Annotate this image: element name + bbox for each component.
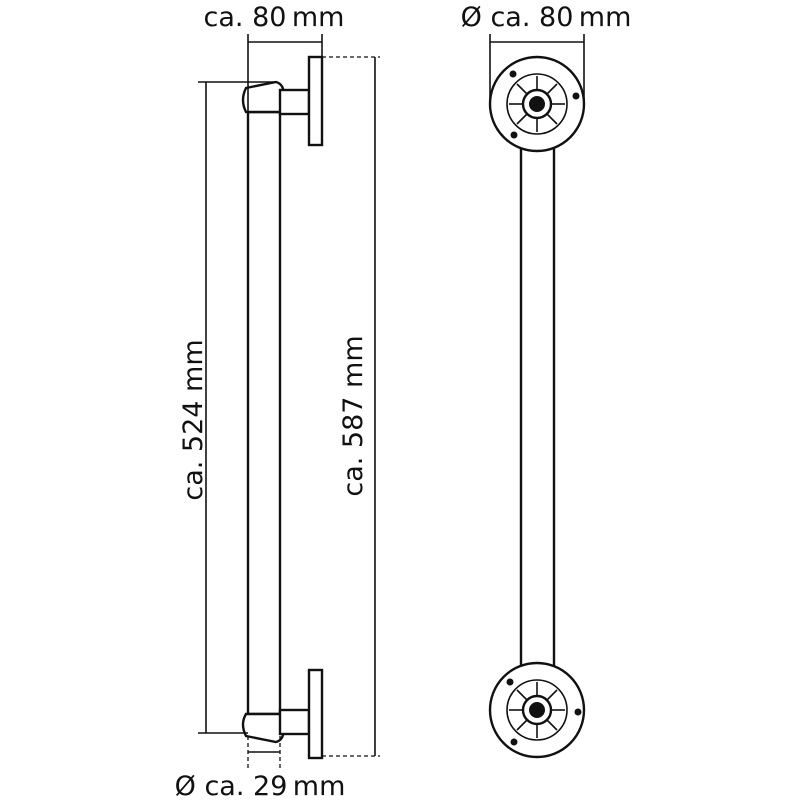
bottom-rosette-screw-2 [574,708,582,716]
overall-length-label: ca. 587 mm [338,335,369,496]
top-rosette-spokes [509,76,565,132]
front-view-bottom-rosette [488,661,586,759]
side-view-bottom-wall-flange [307,668,324,760]
top-rosette-screw-3 [510,131,518,139]
top-rosette-screw-2 [572,92,580,100]
bottom-rosette-screw-3 [510,738,518,746]
bottom-rosette-center-hole [529,702,545,718]
front-view-top-rosette [488,55,586,153]
side-top-width-label: ca. 80 mm [204,2,345,33]
front-diameter-label: Ø ca. 80 mm [461,2,632,33]
tube-diameter-label: Ø ca. 29 mm [175,771,346,800]
inner-length-label: ca. 524 mm [178,339,209,500]
bottom-rosette-screw-1 [506,678,514,686]
top-rosette-center-hole [529,96,545,112]
side-view: ca. 80 mm ca. 524 mm ca. 587 mm Ø ca. 29… [175,2,380,800]
side-view-top-end-cap [241,80,286,114]
side-view-tube [246,110,282,716]
front-view-tube [519,138,556,682]
side-view-bottom-arm [278,708,311,736]
bottom-rosette-spokes [509,682,565,738]
top-rosette-screw-1 [509,70,517,78]
side-view-bottom-end-cap [241,712,286,744]
side-view-top-wall-flange [307,55,324,147]
front-view: Ø ca. 80 mm [461,2,632,759]
side-view-top-arm [278,88,311,116]
